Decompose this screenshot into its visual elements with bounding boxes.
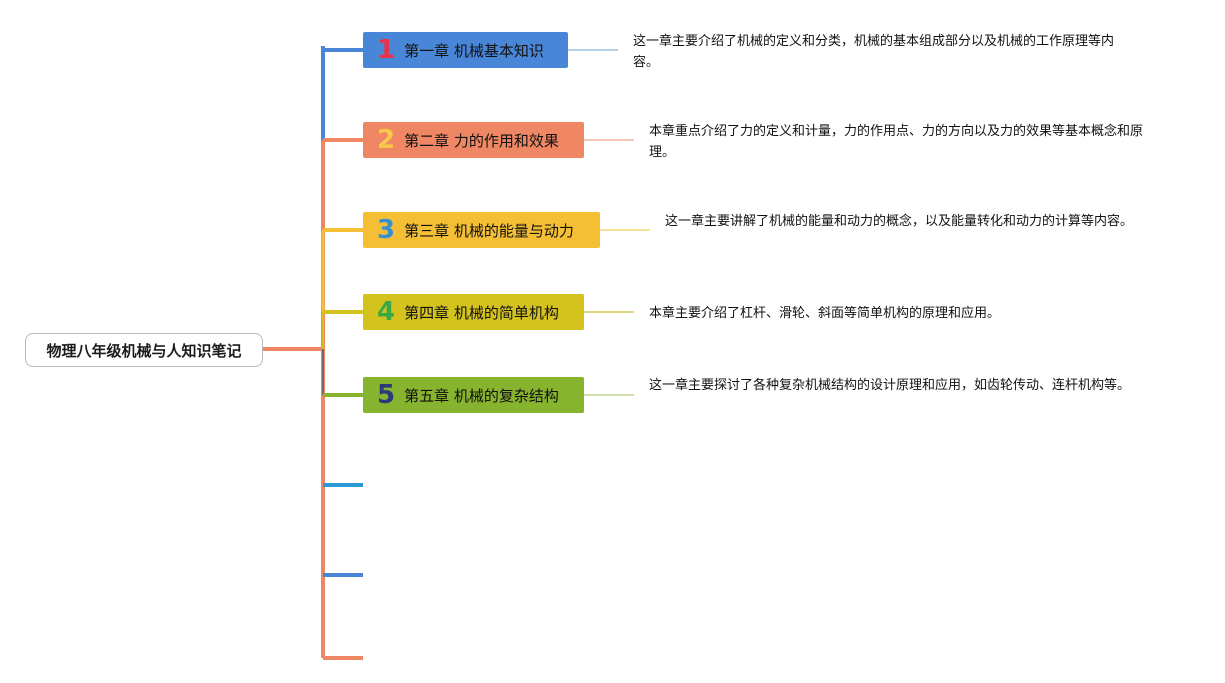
chapter-3-node[interactable]: 3 第三章 机械的能量与动力 — [363, 212, 600, 248]
chapter-5-description: 这一章主要探讨了各种复杂机械结构的设计原理和应用，如齿轮传动、连杆机构等。 — [649, 378, 1131, 393]
chapter-3-title: 第三章 机械的能量与动力 — [404, 221, 574, 240]
chapter-4-node[interactable]: 4 第四章 机械的简单机构 — [363, 294, 584, 330]
chapter-2-number: 2 — [377, 125, 396, 155]
chapter-1-number: 1 — [377, 35, 396, 65]
chapter-4-number: 4 — [377, 297, 396, 327]
chapter-4-description: 本章主要介绍了杠杆、滑轮、斜面等简单机构的原理和应用。 — [649, 306, 1001, 321]
chapter-3-description: 这一章主要讲解了机械的能量和动力的概念，以及能量转化和动力的计算等内容。 — [665, 214, 1134, 229]
chapter-2-title: 第二章 力的作用和效果 — [404, 131, 559, 150]
chapter-3-number: 3 — [377, 215, 396, 245]
chapter-1-title: 第一章 机械基本知识 — [404, 41, 544, 60]
chapter-1-description: 这一章主要介绍了机械的定义和分类，机械的基本组成部分以及机械的工作原理等内容。 — [633, 34, 1115, 70]
chapter-4-title: 第四章 机械的简单机构 — [404, 303, 559, 322]
root-topic[interactable]: 物理八年级机械与人知识笔记 — [25, 333, 263, 367]
chapter-2-description: 本章重点介绍了力的定义和计量，力的作用点、力的方向以及力的效果等基本概念和原理。 — [649, 124, 1144, 160]
chapter-1-node[interactable]: 1 第一章 机械基本知识 — [363, 32, 568, 68]
root-topic-label: 物理八年级机械与人知识笔记 — [46, 341, 242, 360]
chapter-5-node[interactable]: 5 第五章 机械的复杂结构 — [363, 377, 584, 413]
chapter-5-number: 5 — [377, 380, 396, 410]
chapter-5-title: 第五章 机械的复杂结构 — [404, 386, 559, 405]
chapter-2-node[interactable]: 2 第二章 力的作用和效果 — [363, 122, 584, 158]
